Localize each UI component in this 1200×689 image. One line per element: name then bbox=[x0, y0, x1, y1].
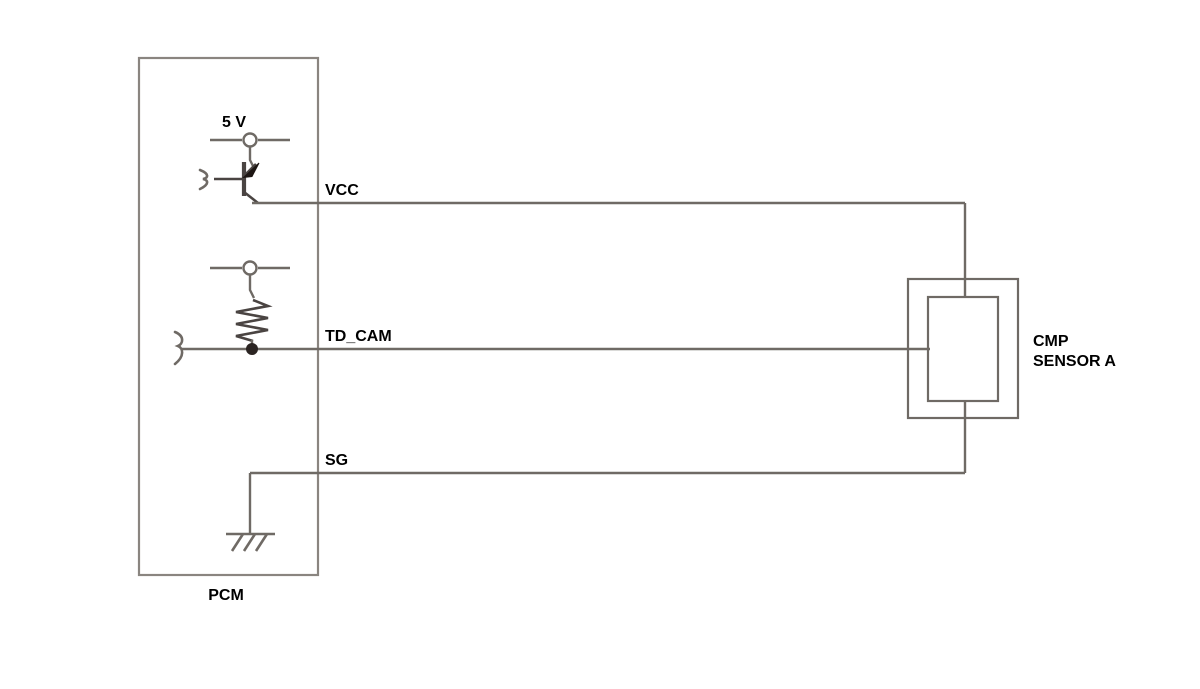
ground-hatch-3 bbox=[254, 533, 269, 552]
supply-voltage-label: 5 V bbox=[222, 114, 246, 131]
transistor-collector-lead bbox=[243, 163, 257, 177]
base-wire-break-squiggle-icon bbox=[198, 168, 209, 191]
td-cam-junction-dot bbox=[246, 343, 258, 355]
resistor-top-lead-wire bbox=[248, 275, 256, 299]
sg-signal-label: SG bbox=[325, 452, 348, 469]
supply-to-collector-wire bbox=[248, 147, 256, 169]
transistor-emitter-lead bbox=[243, 190, 259, 205]
sensor-outer-box bbox=[906, 277, 1020, 420]
ground-hatch-1 bbox=[230, 533, 245, 552]
transistor-arrow-icon bbox=[242, 162, 260, 179]
pull-up-resistor-zigzag-icon bbox=[235, 298, 273, 343]
pcm-module-label: PCM bbox=[208, 587, 244, 604]
resistor-supply-node-circle bbox=[242, 260, 258, 276]
td-cam-wire-break-squiggle-icon bbox=[173, 330, 184, 366]
td-cam-signal-label: TD_CAM bbox=[325, 328, 392, 345]
supply-node-circle bbox=[242, 132, 258, 148]
sensor-label-line1: CMP bbox=[1033, 333, 1069, 350]
sensor-label-line2: SENSOR A bbox=[1033, 353, 1116, 370]
vcc-signal-label: VCC bbox=[325, 182, 359, 199]
ground-hatch-2 bbox=[242, 533, 257, 552]
sensor-inner-box bbox=[926, 295, 1000, 403]
pcm-module-box bbox=[137, 56, 320, 577]
